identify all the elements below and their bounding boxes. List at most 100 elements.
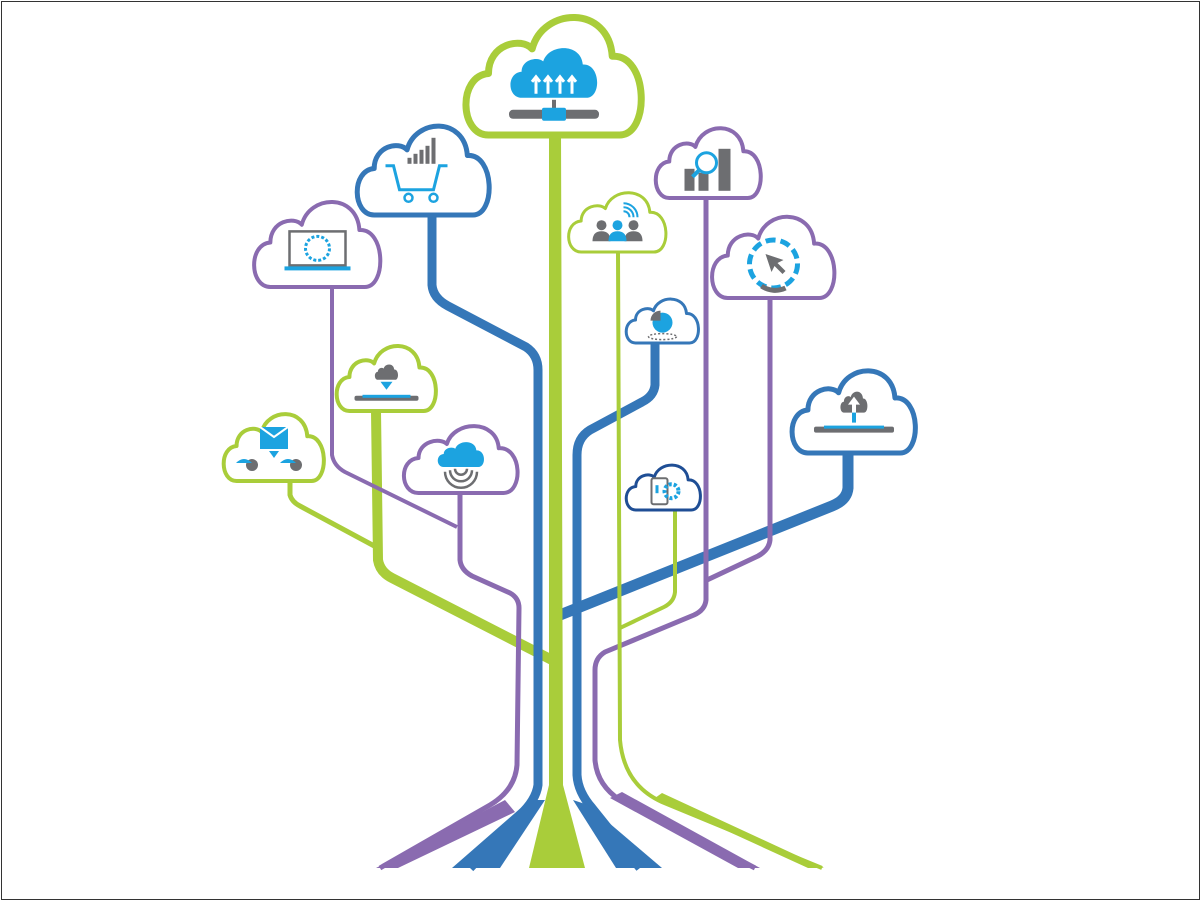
arrow-up-icon [542, 74, 554, 94]
gear-icon [662, 482, 681, 501]
clouds [221, 14, 918, 512]
arrow-down-icon [269, 451, 279, 458]
branch-pie [572, 343, 660, 871]
cloud-shape [437, 442, 485, 467]
pie-slice-gray [650, 310, 661, 321]
cloud-outline [624, 463, 702, 512]
arrow-up-icon [848, 396, 860, 415]
server-node [542, 107, 566, 121]
person-body [608, 231, 627, 242]
arrow-up-icon [566, 74, 578, 94]
bird-wing [236, 459, 252, 463]
signal-arc [443, 471, 479, 490]
laptop-globe-icon [284, 230, 351, 271]
branch-laptop [330, 287, 458, 529]
bar [425, 145, 430, 164]
cloud-upload-tablet [789, 368, 918, 456]
cloud-wifi-icon [437, 442, 485, 490]
wheel [403, 192, 414, 204]
branch-wifi [378, 493, 522, 871]
phone-signal [655, 485, 659, 494]
arrow-up-icon [554, 74, 566, 94]
cloud-upload-server [462, 14, 645, 139]
magnifier-handle [691, 168, 701, 179]
root-purple-right [610, 792, 760, 868]
tablet-screen [824, 425, 884, 429]
download-tablet-icon [354, 364, 419, 401]
cloud-people-signal [567, 191, 668, 254]
cloud-mail-birds [221, 412, 326, 483]
cloud-laptop-globe [252, 200, 383, 289]
cloud-shopping-cart [354, 123, 492, 218]
envelope-flap [259, 426, 289, 439]
cloud-wireless [402, 424, 520, 495]
cart-icon [385, 164, 448, 192]
cloud-outline [252, 200, 383, 289]
wheel [428, 192, 439, 204]
cursor-icon [765, 254, 786, 274]
cloud-phone-settings [624, 463, 702, 512]
upload-tablet-icon [814, 391, 894, 433]
cloud-outline [354, 123, 492, 218]
branch-download [371, 410, 555, 665]
laptop-screen [288, 230, 347, 267]
branch-phone [619, 510, 677, 630]
root-purple-left [376, 800, 515, 868]
laptop-base [284, 266, 351, 271]
small-cloud [374, 364, 399, 380]
branch-analytics [592, 198, 757, 871]
root-blue-right [573, 800, 662, 868]
bar [419, 149, 424, 164]
globe-icon [304, 234, 331, 262]
arrow-up-icon [530, 74, 542, 94]
person-head [596, 220, 607, 231]
signal-arc [453, 468, 469, 477]
cloud-upload-server-icon [509, 48, 599, 121]
cloud-download-tablet [334, 344, 438, 413]
cloud-shape [510, 48, 598, 98]
root-blue-left [452, 800, 545, 868]
bar [431, 137, 436, 164]
signal-arc [623, 210, 631, 218]
pie-chart-icon [647, 310, 678, 341]
person-head [612, 220, 623, 231]
cloud-analytics [653, 126, 763, 200]
arrow-down-icon [380, 381, 393, 390]
phone-gear-icon [650, 477, 681, 506]
signal-arc [623, 202, 639, 218]
branch-upload [557, 453, 854, 621]
bar [718, 148, 731, 191]
bar [684, 168, 695, 191]
magnifier-icon [695, 151, 718, 175]
shopping-cart-chart-icon [385, 137, 448, 204]
person-body [624, 231, 643, 242]
branch-cart [427, 215, 543, 872]
refresh-ring-gray [760, 283, 787, 293]
bar [407, 157, 412, 164]
root-green-right [655, 793, 824, 868]
bird-wing [280, 459, 296, 463]
base-ring [647, 332, 678, 341]
cursor-refresh-icon [747, 237, 800, 293]
branch-people [616, 251, 823, 870]
cloud-pie-chart [624, 297, 700, 345]
bar [413, 153, 418, 164]
signal-arc [448, 470, 474, 483]
magnifier-bar-chart-icon [684, 148, 731, 191]
person-head [628, 220, 639, 231]
branches [287, 130, 854, 872]
mail-birds-icon [236, 426, 302, 471]
connector [552, 99, 556, 110]
cloud-cursor-refresh [710, 214, 837, 300]
branch-mail [287, 481, 380, 551]
bar [698, 172, 709, 191]
trunk [529, 130, 585, 868]
arrow-stem [852, 412, 856, 423]
branch-cursor [705, 298, 773, 583]
signal-arc [623, 206, 635, 218]
tablet-screen [362, 394, 411, 398]
people-wifi-icon [592, 202, 643, 242]
phone-icon [650, 477, 669, 506]
